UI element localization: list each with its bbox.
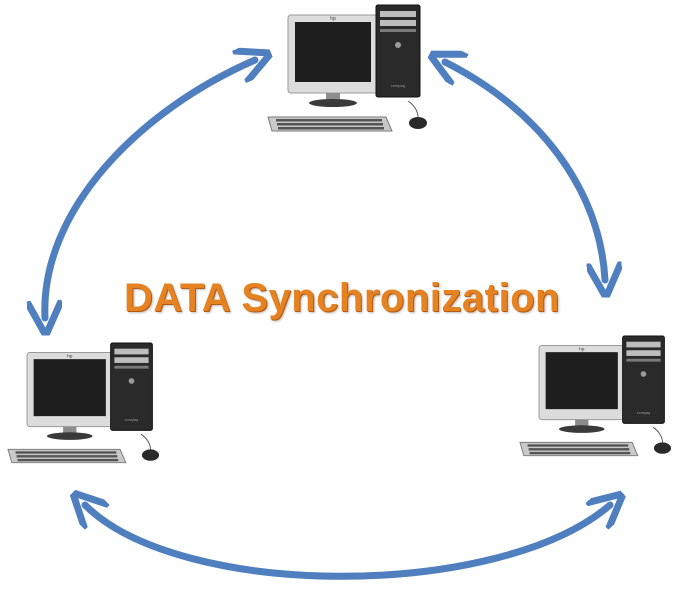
drive-bay-3	[114, 365, 149, 369]
monitor-screen	[295, 22, 371, 82]
mouse	[409, 117, 427, 129]
keyboard-keys-row	[528, 448, 630, 451]
computer-right: hp compaq	[519, 335, 672, 457]
mouse-cable	[140, 433, 151, 450]
tower-label: compaq	[125, 418, 139, 422]
monitor-screen	[33, 359, 106, 417]
mouse	[653, 442, 672, 454]
monitor-neck	[63, 426, 77, 435]
computer-left: hp compaq	[7, 342, 160, 464]
sync-arrow-bottom	[85, 505, 610, 580]
pc-tower	[375, 4, 421, 98]
drive-bay-1	[114, 348, 149, 355]
drive-bay-2	[626, 350, 661, 356]
monitor-neck	[326, 93, 340, 101]
drive-bay-3	[380, 29, 416, 32]
monitor-base	[558, 425, 605, 433]
mouse-cable	[407, 100, 419, 118]
monitor-screen	[545, 352, 618, 410]
monitor-base	[309, 99, 357, 107]
power-button	[128, 378, 135, 384]
pc-tower	[622, 335, 665, 424]
keyboard-keys-row	[278, 127, 384, 130]
keyboard-keys-row	[15, 451, 117, 454]
monitor-base	[46, 432, 93, 440]
drive-bay-2	[380, 20, 416, 26]
pc-tower	[110, 342, 153, 431]
monitor-brand-label: hp	[579, 346, 585, 352]
mouse	[141, 449, 160, 461]
keyboard-keys-row	[527, 444, 629, 447]
computer-top: hp compaq	[267, 4, 427, 132]
monitor-brand-label: hp	[67, 353, 73, 359]
power-button	[640, 371, 647, 377]
mouse-cable	[652, 426, 663, 443]
tower-label: compaq	[637, 411, 651, 415]
keyboard-keys-row	[277, 123, 383, 126]
drive-bay-1	[626, 341, 661, 348]
monitor-neck	[575, 419, 589, 428]
power-button	[395, 42, 401, 48]
drive-bay-1	[380, 11, 416, 17]
drive-bay-3	[626, 358, 661, 362]
diagram-title: DATA Synchronization	[124, 276, 560, 320]
monitor-brand-label: hp	[330, 16, 336, 22]
keyboard-keys-row	[276, 119, 382, 122]
tower-label: compaq	[391, 83, 405, 88]
sync-arrow-top-left	[45, 60, 255, 318]
sync-arrow-top-right	[445, 62, 605, 280]
keyboard-keys-row	[529, 451, 631, 455]
drive-bay-2	[114, 357, 149, 363]
keyboard-keys-row	[17, 458, 119, 462]
keyboard-keys-row	[16, 455, 118, 458]
